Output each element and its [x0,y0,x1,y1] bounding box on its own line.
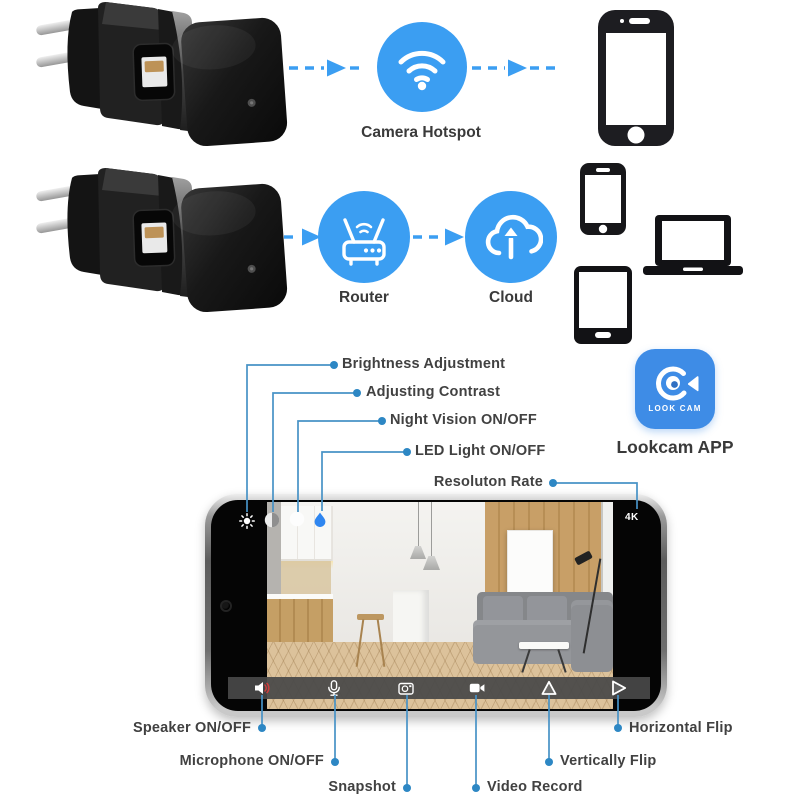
camera-live-view [267,502,613,709]
pendant-cord [431,502,432,558]
laptop-icon [643,215,743,275]
microphone-icon [328,680,340,696]
router-label: Router [339,289,389,306]
wifi-icon [398,50,446,91]
led-light-icon [314,512,326,527]
contrast-icon [264,512,280,528]
cloud-label: Cloud [489,289,533,306]
usb-charger-camera-photo-1 [34,1,288,149]
callout-vertically-flip: Vertically Flip [560,753,657,769]
flip-vertical-icon [541,680,557,695]
callout-microphone: Microphone ON/OFF [179,753,324,769]
phone-screen: 4K [211,500,661,711]
room-backsplash [281,561,331,595]
front-camera-dot [222,602,230,610]
lookcam-app-label: Lookcam APP [616,437,734,457]
resolution-badge: 4K [625,512,639,523]
smartphone-icon [598,10,674,146]
pendant-cord [418,502,419,548]
snapshot-icon [398,682,414,695]
lookcam-logo: LOOK CAM [648,366,701,413]
room-upper-cabinets [281,506,333,561]
router-icon [342,218,386,266]
video-record-icon [469,683,485,693]
smartphone-small-icon [580,163,626,235]
callout-snapshot: Snapshot [328,779,396,795]
brightness-icon [239,513,255,529]
room-countertop [267,594,333,599]
lookcam-icon-text: LOOK CAM [648,404,701,413]
cloud-upload-icon [485,214,543,260]
router-node [318,191,410,283]
usb-charger-camera-photo-2 [34,167,288,315]
callout-contrast: Adjusting Contrast [366,384,501,400]
room-lower-cabinets [267,599,333,647]
callout-resolution: Resoluton Rate [433,474,543,490]
room-poster-frame [507,530,553,602]
flip-horizontal-icon [612,680,627,696]
viewer-toolbar [228,677,650,699]
night-vision-icon [289,511,305,527]
pendant-lamp [423,556,440,570]
callout-video-record: Video Record [487,779,583,795]
coffee-table [519,642,569,649]
phone-landscape-mockup: 4K [205,494,667,717]
pendant-lamp [410,546,426,559]
camera-hotspot-label: Camera Hotspot [361,124,481,141]
callout-brightness: Brightness Adjustment [342,356,506,372]
room-stool [357,614,384,620]
lookcam-app-icon: LOOK CAM [635,349,715,429]
callout-night-vision: Night Vision ON/OFF [390,412,537,428]
tablet-icon [574,266,632,344]
sofa-chaise [571,600,613,672]
callout-led-light: LED Light ON/OFF [415,443,546,459]
callout-horizontal-flip: Horizontal Flip [629,720,733,736]
wifi-hotspot-node [377,22,467,112]
cloud-node [465,191,557,283]
speaker-icon [255,682,270,694]
callout-speaker: Speaker ON/OFF [132,720,251,736]
